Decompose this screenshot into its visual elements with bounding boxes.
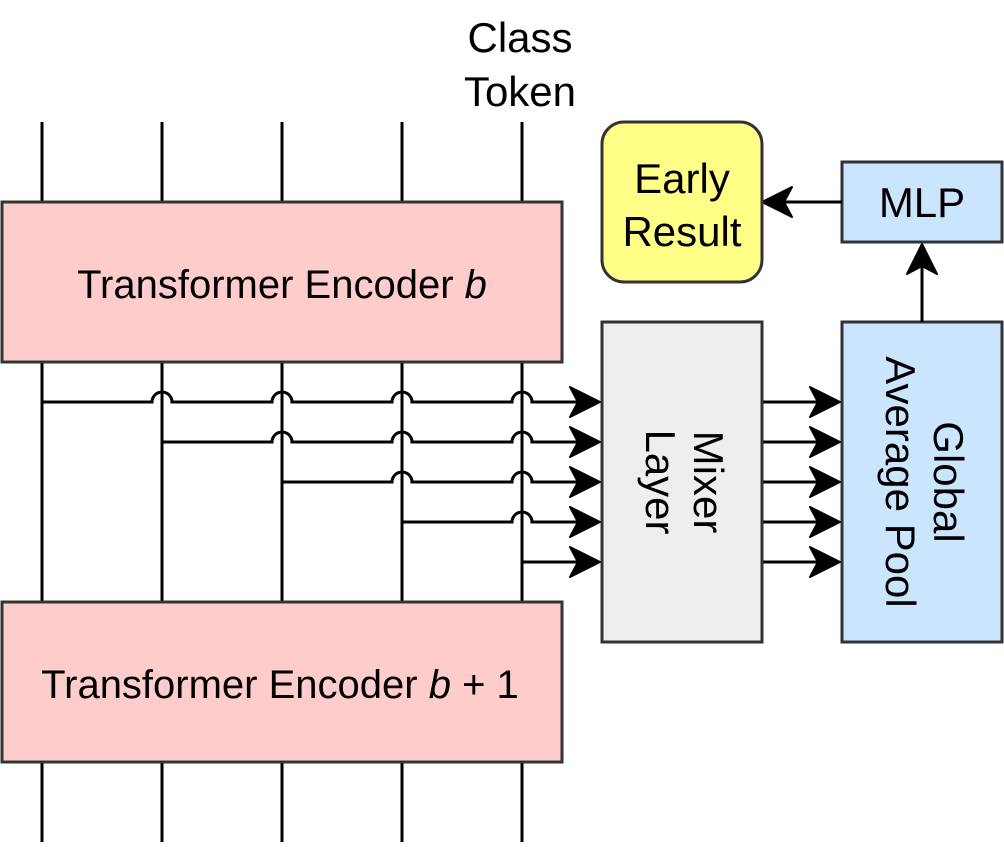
transformer-encoder-bottom: Transformer Encoder b + 1 bbox=[0, 600, 564, 764]
mlp-label: MLP bbox=[879, 179, 965, 226]
branch-line-token-1 bbox=[42, 390, 582, 404]
mlp-to-result-arrowhead bbox=[761, 186, 793, 218]
early-result-line2: Result bbox=[622, 208, 741, 255]
gap-label-line1: Global bbox=[925, 421, 972, 542]
mixer-layer: Mixer Layer bbox=[600, 320, 764, 644]
pool-input-arrowheads bbox=[809, 386, 841, 578]
arrowhead-mixer-in-1 bbox=[569, 386, 601, 418]
early-result-box bbox=[600, 120, 764, 284]
encoder-top-box bbox=[0, 200, 564, 364]
mlp-block: MLP bbox=[840, 160, 1004, 244]
token-lines-bottom bbox=[40, 762, 524, 842]
mixer-input-arrowheads bbox=[569, 386, 601, 578]
early-result-line1: Early bbox=[634, 155, 730, 202]
encoder-bottom-suffix: + 1 bbox=[451, 663, 519, 707]
arrowhead-pool-in-2 bbox=[809, 426, 841, 458]
arrowhead-mixer-in-2 bbox=[569, 426, 601, 458]
arrowhead-mixer-in-4 bbox=[569, 506, 601, 538]
arrowhead-pool-in-1 bbox=[809, 386, 841, 418]
encoder-bottom-label: Transformer Encoder b + 1 bbox=[41, 663, 519, 707]
encoder-bottom-box bbox=[0, 600, 564, 764]
encoder-bottom-label-text: Transformer Encoder bbox=[41, 663, 429, 707]
mixer-output-lines bbox=[762, 400, 822, 564]
transformer-encoder-top: Transformer Encoder b bbox=[0, 200, 564, 364]
global-average-pool: Global Average Pool bbox=[840, 320, 1004, 644]
mixer-layer-box bbox=[600, 320, 764, 644]
token-branch-lines bbox=[42, 390, 582, 564]
gap-label-line2: Average Pool bbox=[877, 356, 924, 607]
global-average-pool-box bbox=[840, 320, 1004, 644]
encoder-top-label-text: Transformer Encoder bbox=[77, 263, 465, 307]
branch-line-token-2 bbox=[162, 430, 582, 444]
encoder-top-label: Transformer Encoder b bbox=[77, 263, 487, 307]
class-token-label-line2: Token bbox=[464, 68, 576, 115]
arrowhead-pool-in-5 bbox=[809, 546, 841, 578]
token-lines-top bbox=[40, 122, 524, 202]
branch-line-token-3 bbox=[282, 470, 582, 484]
mixer-label-line1: Mixer bbox=[685, 431, 732, 534]
early-result: Early Result bbox=[600, 120, 764, 284]
class-token-label-line1: Class bbox=[467, 14, 572, 61]
encoder-bottom-index: b bbox=[429, 663, 451, 707]
branch-line-token-4 bbox=[402, 510, 582, 524]
arrowhead-pool-in-4 bbox=[809, 506, 841, 538]
mlp-box bbox=[840, 160, 1004, 244]
encoder-top-index: b bbox=[465, 263, 487, 307]
mixer-label-line2: Layer bbox=[637, 429, 684, 534]
arrowhead-pool-in-3 bbox=[809, 466, 841, 498]
pool-to-mlp-arrowhead bbox=[906, 243, 938, 275]
arrowhead-mixer-in-3 bbox=[569, 466, 601, 498]
arrowhead-mixer-in-5 bbox=[569, 546, 601, 578]
